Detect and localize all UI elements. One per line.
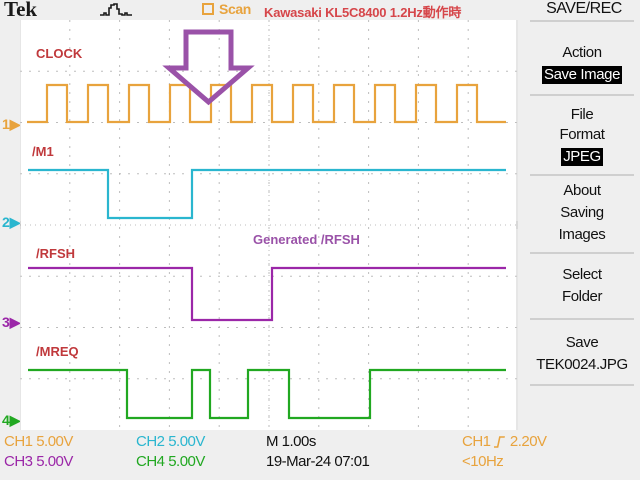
ch2-marker-arrow-icon: ▶ bbox=[9, 214, 21, 230]
menu-item-file-label: File bbox=[570, 106, 594, 123]
menu-item-save[interactable]: Save bbox=[524, 334, 640, 352]
menu-item-file-format-value[interactable]: JPEG bbox=[524, 148, 640, 166]
ch4-marker-label: 4 bbox=[2, 412, 10, 428]
bottom-status-bar: CH1 5.00V CH2 5.00V M 1.00s CH1 2.20V CH… bbox=[0, 432, 640, 480]
menu-item-file-format[interactable]: File bbox=[524, 106, 640, 124]
menu-item-select-label: Select bbox=[562, 266, 602, 283]
trace-rfsh bbox=[28, 266, 506, 322]
timebase-value: M 1.00s bbox=[266, 433, 316, 450]
ch2-marker-label: 2 bbox=[2, 214, 10, 230]
ch2-marker[interactable]: 2▶ bbox=[2, 215, 21, 229]
menu-divider-5 bbox=[530, 384, 634, 386]
menu-item-saving-label: Saving bbox=[560, 204, 604, 221]
menu-divider-4 bbox=[530, 318, 634, 320]
ch3-marker-arrow-icon: ▶ bbox=[9, 314, 21, 330]
menu-item-select-folder[interactable]: Select bbox=[524, 266, 640, 284]
trigger-readout[interactable]: CH1 2.20V bbox=[462, 434, 547, 450]
menu-divider-title bbox=[530, 20, 634, 22]
ch4-scale[interactable]: CH4 5.00V bbox=[136, 454, 205, 470]
ch1-scale-label: CH1 bbox=[4, 433, 33, 450]
ch3-scale-label: CH3 bbox=[4, 453, 33, 470]
waveform-label-m1: /M1 bbox=[32, 144, 54, 159]
menu-divider-2 bbox=[530, 174, 634, 176]
trigger-frequency-value: <10Hz bbox=[462, 453, 504, 470]
ch1-marker[interactable]: 1▶ bbox=[2, 117, 21, 131]
waveform-label-rfsh: /RFSH bbox=[36, 246, 75, 261]
ch4-marker[interactable]: 4▶ bbox=[2, 413, 21, 427]
trigger-waveform-icon bbox=[100, 3, 132, 16]
menu-title: SAVE/REC bbox=[546, 0, 622, 17]
side-menu: Action Save Image File Format JPEG About… bbox=[524, 22, 640, 430]
ch1-marker-label: 1 bbox=[2, 116, 10, 132]
menu-item-action-value-text: Save Image bbox=[541, 66, 623, 84]
ch2-scale-label: CH2 bbox=[136, 433, 165, 450]
graticule-area[interactable]: CLOCK /M1 /RFSH /MREQ Generated /RFSH bbox=[20, 20, 518, 430]
scan-checkbox-icon[interactable] bbox=[202, 3, 214, 15]
ch3-scale[interactable]: CH3 5.00V bbox=[4, 454, 73, 470]
trace-mreq bbox=[28, 368, 506, 420]
ch3-marker-label: 3 bbox=[2, 314, 10, 330]
ch2-scale-value: 5.00V bbox=[168, 433, 205, 450]
ch4-scale-value: 5.00V bbox=[168, 453, 205, 470]
waveform-label-mreq: /MREQ bbox=[36, 344, 79, 359]
capture-title: Kawasaki KL5C8400 1.2Hz動作時 bbox=[264, 5, 462, 20]
trigger-frequency-readout: <10Hz bbox=[462, 453, 504, 470]
menu-item-format-label: Format bbox=[559, 126, 605, 143]
down-block-arrow-icon bbox=[162, 29, 255, 106]
ch4-scale-label: CH4 bbox=[136, 453, 165, 470]
waveform-traces bbox=[27, 29, 506, 420]
ch4-marker-arrow-icon: ▶ bbox=[9, 412, 21, 428]
ch1-marker-arrow-icon: ▶ bbox=[9, 116, 21, 132]
menu-item-select-folder-line2[interactable]: Folder bbox=[524, 288, 640, 306]
ch1-scale[interactable]: CH1 5.00V bbox=[4, 434, 73, 450]
scan-label: Scan bbox=[219, 1, 251, 17]
ch3-scale-value: 5.00V bbox=[36, 453, 73, 470]
menu-item-action-value[interactable]: Save Image bbox=[524, 66, 640, 84]
rising-edge-icon bbox=[492, 436, 506, 448]
menu-divider-1 bbox=[530, 94, 634, 96]
tek-logo: Tek bbox=[4, 0, 38, 21]
menu-item-action[interactable]: Action bbox=[524, 44, 640, 62]
menu-item-save-filename-text: TEK0024.JPG bbox=[536, 356, 628, 373]
menu-item-save-filename[interactable]: TEK0024.JPG bbox=[524, 356, 640, 374]
menu-item-images-label: Images bbox=[558, 226, 606, 243]
waveform-label-clock: CLOCK bbox=[36, 46, 83, 61]
menu-divider-3 bbox=[530, 252, 634, 254]
trigger-level-value: 2.20V bbox=[509, 433, 547, 450]
trace-m1 bbox=[28, 168, 506, 220]
ch1-scale-value: 5.00V bbox=[36, 433, 73, 450]
menu-item-about-line3[interactable]: Images bbox=[524, 226, 640, 244]
menu-item-about-label: About bbox=[563, 182, 601, 199]
trigger-source-label: CH1 bbox=[462, 433, 491, 450]
menu-item-about-saving-images[interactable]: About bbox=[524, 182, 640, 200]
ch3-marker[interactable]: 3▶ bbox=[2, 315, 21, 329]
menu-item-save-label: Save bbox=[565, 334, 599, 351]
menu-item-folder-label: Folder bbox=[561, 288, 603, 305]
menu-item-action-label: Action bbox=[562, 44, 602, 61]
menu-item-about-line2[interactable]: Saving bbox=[524, 204, 640, 222]
menu-item-file-format-label2[interactable]: Format bbox=[524, 126, 640, 144]
datetime-readout: 19-Mar-24 07:01 bbox=[266, 453, 370, 470]
ch2-scale[interactable]: CH2 5.00V bbox=[136, 434, 205, 450]
top-status-bar: Tek Scan Kawasaki KL5C8400 1.2Hz動作時 SAVE… bbox=[0, 0, 640, 21]
menu-item-format-value-text: JPEG bbox=[561, 148, 603, 166]
timebase-readout[interactable]: M 1.00s bbox=[266, 434, 316, 450]
trace-clock bbox=[27, 83, 506, 124]
annotation-label-generated-rfsh: Generated /RFSH bbox=[253, 232, 360, 247]
datetime-value: 19-Mar-24 07:01 bbox=[266, 453, 370, 470]
